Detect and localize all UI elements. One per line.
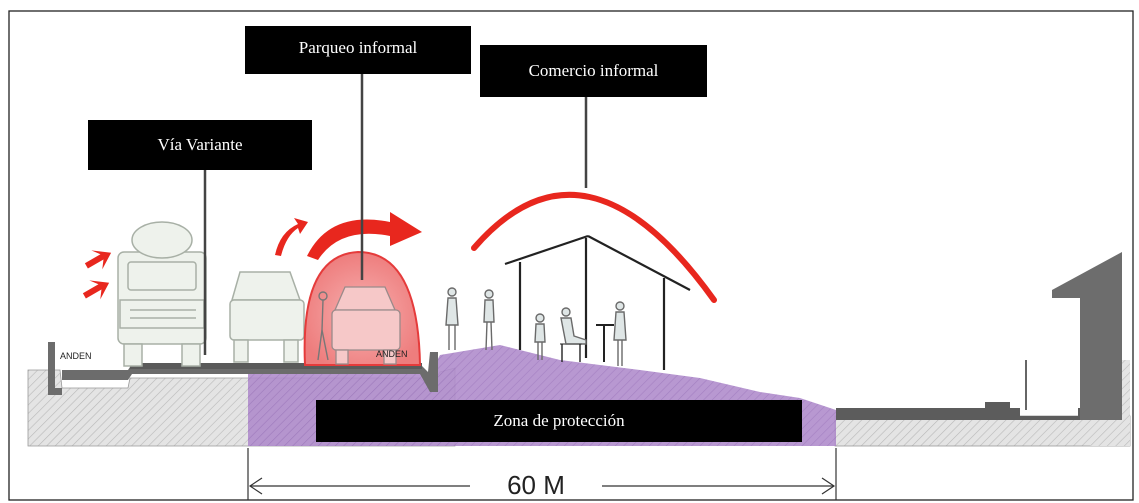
dimension-label: 60 M bbox=[507, 469, 565, 500]
car-illustration bbox=[229, 271, 305, 363]
ground-right bbox=[834, 415, 1131, 447]
label-zona-proteccion: Zona de protección bbox=[316, 400, 802, 442]
outer-frame bbox=[8, 10, 1134, 501]
dimension-line bbox=[247, 448, 837, 500]
label-comercio-informal: Comercio informal bbox=[480, 45, 707, 97]
label-via-variante: Vía Variante bbox=[88, 120, 312, 170]
people-illustrations bbox=[445, 287, 627, 366]
truck-illustration bbox=[117, 221, 207, 367]
red-arrows bbox=[82, 212, 422, 300]
person-near-car bbox=[317, 291, 329, 361]
market-stall bbox=[504, 234, 691, 370]
house-right bbox=[1052, 252, 1122, 420]
sidewalk-label-left: ANDEN bbox=[60, 351, 92, 361]
street-right bbox=[836, 402, 1090, 420]
label-parqueo-informal: Parqueo informal bbox=[245, 26, 471, 74]
road-top bbox=[130, 363, 422, 369]
parked-car-illustration bbox=[331, 286, 401, 365]
market-arc bbox=[471, 191, 717, 303]
sidewalk-label-right: ANDEN bbox=[376, 349, 408, 359]
